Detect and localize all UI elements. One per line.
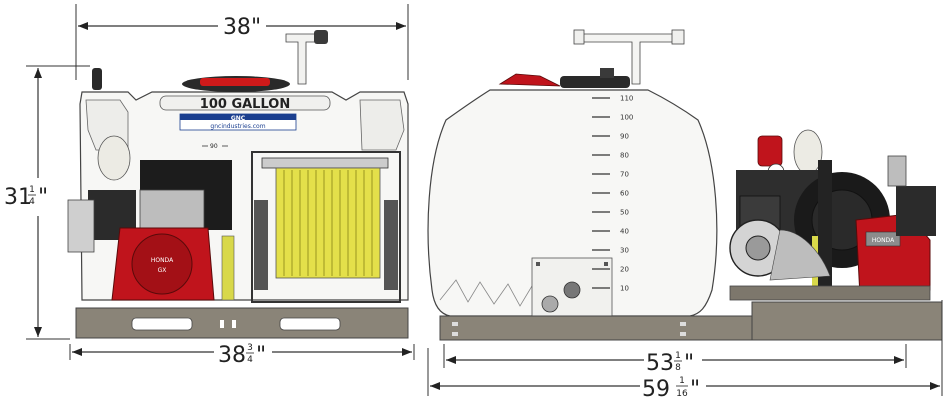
gauge-label: 10 — [620, 285, 629, 293]
side-frame-length-dimension: 53 1 8 " — [443, 344, 907, 376]
svg-text:38": 38" — [223, 15, 261, 40]
front-engine-model: GX — [158, 267, 167, 274]
side-overall-length-value: 59 — [642, 377, 670, 401]
side-overall-length-frac-den: 16 — [676, 389, 688, 399]
front-engine: HONDA GX — [67, 135, 235, 301]
gauge-label: 50 — [620, 209, 629, 217]
side-tank — [427, 89, 718, 317]
front-sticker-url: gncindustries.com — [210, 123, 265, 130]
front-width-top-value: 38 — [223, 15, 251, 40]
gauge-label: 40 — [620, 228, 629, 236]
front-height-value: 31 — [4, 185, 32, 210]
front-width-top-dimension: 38" — [75, 4, 409, 80]
front-width-bottom-frac-den: 4 — [247, 355, 253, 365]
side-frame-length-frac-num: 1 — [675, 351, 681, 361]
front-height-dimension: 31 1 4 " — [4, 65, 90, 340]
front-sticker-brand: GNC — [231, 115, 246, 122]
gauge-label: 70 — [620, 171, 629, 179]
side-overall-length-frac-num: 1 — [679, 376, 685, 386]
front-gauge-mark: 90 — [210, 143, 218, 150]
front-engine-brand: HONDA — [151, 257, 174, 264]
gauge-label: 100 — [620, 114, 633, 122]
front-width-bottom-dimension: 38 3 4 " — [69, 343, 415, 368]
front-height-frac-den: 4 — [29, 197, 35, 207]
front-width-top-unit: " — [251, 15, 261, 40]
side-overall-length-unit: " — [690, 377, 700, 401]
side-view: 110 100 90 80 70 60 50 40 30 20 10 HONDA — [427, 29, 943, 401]
gauge-label: 80 — [620, 152, 629, 160]
front-tank-label: 100 GALLON — [200, 97, 290, 112]
side-engine-assembly: HONDA — [729, 129, 936, 301]
front-height-unit: " — [38, 185, 48, 210]
front-height-frac-num: 1 — [29, 185, 35, 195]
front-width-bottom-frac-num: 3 — [247, 343, 253, 353]
gauge-label: 30 — [620, 247, 629, 255]
gauge-label: 90 — [620, 133, 629, 141]
front-width-bottom-value: 38 — [218, 343, 246, 368]
side-skid — [439, 301, 943, 341]
side-frame-length-value: 53 — [646, 351, 674, 376]
front-skid — [75, 307, 409, 339]
side-top-fittings — [498, 29, 685, 88]
gauge-label: 110 — [620, 95, 633, 103]
gauge-label: 60 — [620, 190, 629, 198]
side-overall-length-dimension: 59 1 16 " — [427, 300, 943, 401]
front-view: 38" 31 1 4 " 100 GALLON GNC — [4, 4, 415, 368]
side-tank-gauge: 110 100 90 80 70 60 50 40 30 20 10 — [592, 95, 633, 293]
side-frame-length-frac-den: 8 — [675, 363, 681, 373]
front-width-bottom-unit: " — [256, 343, 266, 368]
side-engine-brand: HONDA — [872, 237, 895, 244]
front-hose-reel — [251, 151, 401, 303]
side-frame-length-unit: " — [684, 351, 694, 376]
gauge-label: 20 — [620, 266, 629, 274]
